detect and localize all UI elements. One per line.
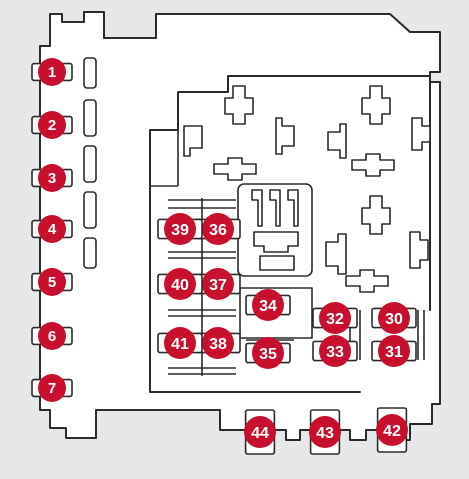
fuse-7-label: 7 [48,380,56,397]
fuse-4: 4 [31,215,73,243]
fuse-34: 34 [245,289,291,321]
fuse-2-badge [38,111,66,139]
fuse-39-badge [164,213,196,245]
fuse-30-badge [378,302,410,334]
fuse-33-badge [319,335,351,367]
fuse-43: 43 [309,409,341,455]
fuse-44-badge [244,416,276,448]
fuse-33-label: 33 [326,344,344,361]
fuse-40: 40 [157,268,203,300]
fuse-35-badge [252,337,284,369]
fuse-36-badge [202,213,234,245]
fuse-31: 31 [371,335,417,367]
fuse-1: 1 [31,58,73,86]
fuse-40-badge [164,268,196,300]
fuse-30: 30 [371,302,417,334]
fuse-32: 32 [312,302,358,334]
fuse-34-label: 34 [259,298,277,315]
relay-panel [149,75,431,393]
fuse-43-badge [309,416,341,448]
fuse-39-label: 39 [171,222,189,239]
fuse-41-badge [164,327,196,359]
fuse-2: 2 [31,111,73,139]
fuse-34-badge [252,289,284,321]
fuse-37-label: 37 [209,277,227,294]
relay-sockets [183,85,431,293]
fuse-4-label: 4 [48,221,57,238]
fuse-3-badge [38,164,66,192]
fuse-3-label: 3 [48,170,56,187]
fuse-5: 5 [31,268,73,296]
fuse-44-label: 44 [251,425,269,442]
fuse-33: 33 [312,335,358,367]
fuse-42-badge [376,414,408,446]
fuse-31-label: 31 [385,344,403,361]
fuse-7: 7 [31,374,73,402]
fuse-35: 35 [245,337,291,369]
fuse-37: 37 [195,268,241,300]
fuse-43-label: 43 [316,425,334,442]
fuse-38-label: 38 [209,336,227,353]
fuse-41-label: 41 [171,336,189,353]
fuse-36: 36 [195,213,241,245]
fuse-4-badge [38,215,66,243]
fuse-42: 42 [376,407,408,453]
fuse-6: 6 [31,322,73,350]
fuse-3: 3 [31,164,73,192]
fuse-5-badge [38,268,66,296]
fuse-32-badge [319,302,351,334]
fuse-7-badge [38,374,66,402]
fuse-38-badge [202,327,234,359]
fuse-41: 41 [157,327,203,359]
fuse-32-label: 32 [326,311,344,328]
central-relay-block [237,183,313,277]
fuse-39: 39 [157,213,203,245]
fuse-36-label: 36 [209,222,227,239]
fuse-30-label: 30 [385,311,403,328]
fuse-42-label: 42 [383,423,401,440]
fuse-5-label: 5 [48,274,56,291]
fuse-2-label: 2 [48,117,56,134]
fuse-1-badge [38,58,66,86]
fuse-37-badge [202,268,234,300]
fuse-6-badge [38,322,66,350]
fuse-35-label: 35 [259,346,277,363]
left-tab-slots [83,57,97,269]
fuse-44: 44 [244,409,276,455]
fuse-6-label: 6 [48,328,56,345]
fuse-40-label: 40 [171,277,189,294]
fuse-31-badge [378,335,410,367]
fuse-1-label: 1 [48,64,56,81]
